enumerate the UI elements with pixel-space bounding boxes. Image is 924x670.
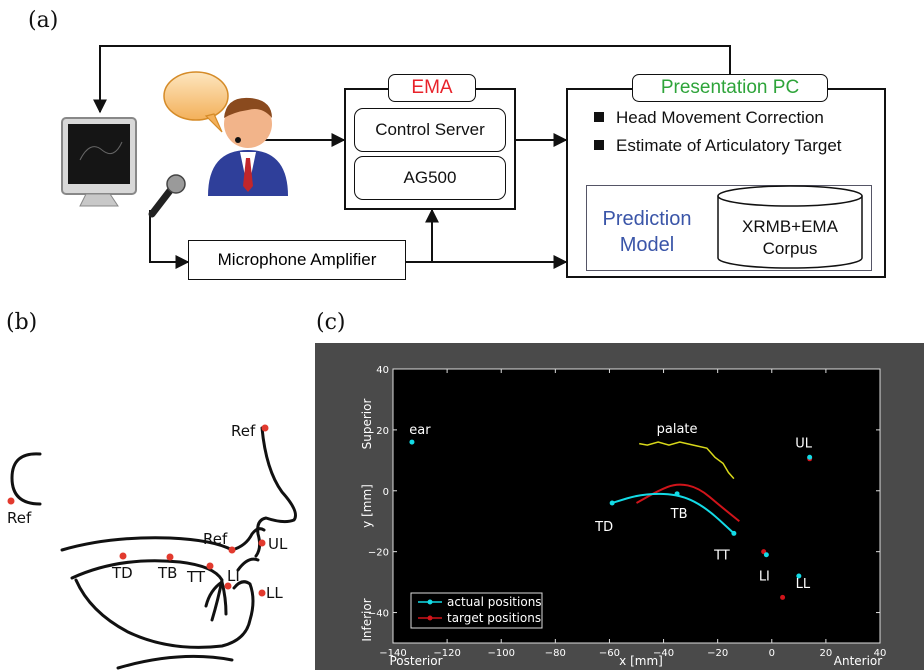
x-axis-label: x [mm] [619,654,663,668]
label-ll: LL [266,584,283,602]
x-tick-label: −140 [379,648,406,659]
label-ref-ear: Ref [7,509,32,527]
point-ll [258,589,266,597]
label-ul: UL [268,535,288,553]
chin-outline [116,654,234,670]
label-ref-nose: Ref [231,422,256,440]
marker-label-TT: TT [713,548,730,563]
actual-point-TT [731,530,737,536]
label-anterior: Anterior [834,654,883,668]
label-ref-teeth: Ref [203,530,228,548]
point-td [119,552,127,560]
feedback-arrow [93,45,731,114]
marker-label-palate: palate [657,422,698,437]
bullet-head-movement: Head Movement Correction [594,108,824,128]
microphone-amplifier-label: Microphone Amplifier [217,250,377,269]
upper-lip [236,557,260,572]
bullet-articulatory-target-text: Estimate of Articulatory Target [616,136,842,155]
legend-target: target positions [447,611,541,625]
panel-b-label: (b) [6,310,38,335]
label-tb: TB [157,564,177,582]
x-tick-label: −80 [545,648,566,659]
face-profile [254,426,297,558]
point-ref-nose [261,424,269,432]
actual-point-TD [609,500,615,506]
point-ref-teeth [228,546,236,554]
control-server-box: Control Server [354,108,506,152]
ema-title: EMA [388,74,476,102]
x-tick-label: −20 [707,648,728,659]
point-ul [258,539,266,547]
palate-outline [60,527,266,552]
panel-a-label: (a) [28,8,59,33]
point-li [224,582,232,590]
prediction-model-line1: Prediction [602,208,692,230]
palate-curve [639,441,735,480]
label-inferior: Inferior [360,598,374,641]
y-tick-label: 40 [376,365,389,376]
legend-actual: actual positions [447,595,542,609]
x-tick-label: −100 [487,648,514,659]
y-tick-label: 0 [383,487,389,498]
marker-label-UL: UL [795,436,813,451]
ear-outline [10,452,42,506]
bullet-articulatory-target: Estimate of Articulatory Target [594,136,842,156]
actual-point-TB [674,491,680,497]
corpus-line2: Corpus [762,239,818,258]
point-ref-ear [7,497,15,505]
label-li: LI [227,567,240,585]
marker-label-TB: TB [670,507,688,522]
corpus-label: XRMB+EMA Corpus [718,216,862,260]
panel-c-label: (c) [316,310,346,335]
marker-label-LL: LL [796,577,811,592]
chart-legend: actual positions target positions [410,592,543,629]
lower-teeth [204,580,228,616]
y-tick-label: −20 [368,548,389,559]
marker-label-LI: LI [759,570,770,585]
ag500-box: AG500 [354,156,506,200]
label-superior: Superior [360,399,374,450]
y-tick-label: 20 [376,426,389,437]
y-tick-label: −40 [368,609,389,620]
jaw-outline [74,578,255,649]
actual-point-UL [807,454,813,460]
x-tick-label: 0 [769,648,775,659]
x-tick-label: 20 [820,648,833,659]
label-td: TD [111,564,133,582]
label-tt: TT [186,568,206,586]
corpus-line1: XRMB+EMA [742,217,838,236]
mic-to-amp-arrow [149,210,190,269]
x-tick-label: 40 [874,648,887,659]
point-tt [206,562,214,570]
point-tb [166,553,174,561]
prediction-model-box [586,185,872,271]
marker-label-ear: ear [409,423,431,438]
x-tick-label: −40 [653,648,674,659]
microphone-amplifier-box: Microphone Amplifier [188,240,406,280]
x-tick-label: −120 [433,648,460,659]
prediction-model-line2: Model [619,234,675,256]
prediction-model-label: Prediction Model [594,206,700,258]
tongue-outline [70,559,224,622]
marker-label-TD: TD [594,520,613,535]
x-tick-label: −60 [599,648,620,659]
presentation-pc-title: Presentation PC [632,74,828,102]
series-target-positions [636,483,740,523]
actual-point-LL [796,573,802,579]
actual-point-ear [409,439,415,445]
bullet-head-movement-text: Head Movement Correction [616,108,824,127]
y-axis-label: y [mm] [360,484,374,528]
label-posterior: Posterior [389,654,442,668]
target-point-LL [780,594,786,600]
actual-point-LI [763,552,769,558]
